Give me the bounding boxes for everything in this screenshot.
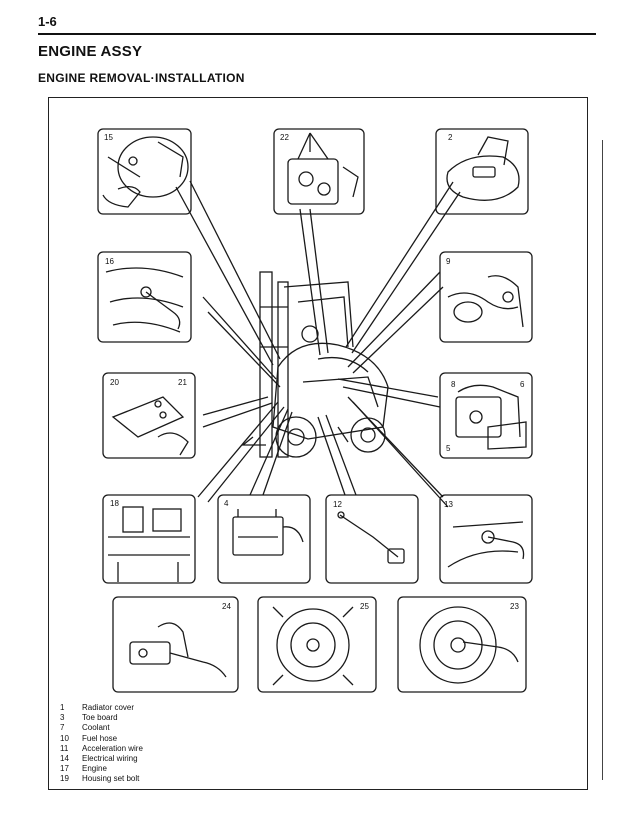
legend-label: Fuel hose — [82, 733, 118, 743]
callout-23: 23 — [510, 602, 519, 611]
forklift-drawing — [241, 271, 389, 458]
legend-row: 14 Electrical wiring — [60, 754, 143, 764]
engine-removal-illustration: 15 22 2 16 9 20 21 8 6 5 18 4 12 13 24 2… — [97, 128, 533, 693]
panel-9-hose — [439, 251, 533, 343]
parts-legend: 1 Radiator cover 3 Toe board 7 Coolant 10 Fu… — [60, 703, 143, 785]
legend-label: Toe board — [82, 713, 118, 723]
legend-row: 17 Engine — [60, 764, 143, 774]
subsection-title: ENGINE REMOVAL·INSTALLATION — [38, 71, 245, 85]
callout-21: 21 — [178, 378, 187, 387]
callout-4: 4 — [224, 499, 229, 508]
legend-row: 10 Fuel hose — [60, 734, 143, 744]
callout-22: 22 — [280, 133, 289, 142]
panel-13-bolt — [439, 494, 533, 584]
legend-row: 19 Housing set bolt — [60, 774, 143, 784]
legend-label: Engine — [82, 764, 107, 774]
legend-number: 3 — [60, 713, 65, 723]
panel-2-seat — [435, 128, 529, 215]
legend-number: 10 — [60, 733, 69, 743]
panel-4-battery — [217, 494, 311, 584]
legend-label: Radiator cover — [82, 703, 135, 712]
callout-18: 18 — [110, 499, 119, 508]
callout-5: 5 — [446, 444, 451, 453]
panel-12-cable — [325, 494, 419, 584]
legend-number: 7 — [60, 723, 65, 733]
legend-number: 14 — [60, 754, 69, 764]
callout-16: 16 — [105, 257, 114, 266]
panel-8-6-5-engine — [439, 372, 533, 459]
callout-6: 6 — [520, 380, 525, 389]
figure-frame — [48, 97, 588, 790]
legend-row: 1 Radiator cover — [60, 703, 143, 713]
panel-23-housing — [397, 596, 527, 693]
legend-number: 11 — [60, 743, 69, 753]
callout-12: 12 — [333, 500, 342, 509]
legend-row: 7 Coolant — [60, 723, 143, 733]
callout-8: 8 — [451, 380, 456, 389]
top-rule — [38, 33, 596, 35]
legend-row: 11 Acceleration wire — [60, 744, 143, 754]
callout-9: 9 — [446, 257, 451, 266]
panel-20-21-wiring — [102, 372, 196, 459]
panel-18-engine-bay — [102, 494, 196, 584]
legend-label: Electrical wiring — [82, 754, 138, 764]
callout-24: 24 — [222, 602, 231, 611]
callout-15: 15 — [104, 133, 113, 142]
side-margin-line — [602, 140, 603, 780]
panel-24-starter — [112, 596, 239, 693]
legend-number: 19 — [60, 774, 69, 784]
legend-number: 1 — [60, 703, 65, 712]
legend-number: 17 — [60, 764, 69, 774]
callout-2: 2 — [448, 133, 453, 142]
page-number: 1-6 — [38, 14, 57, 29]
panel-25-flywheel — [257, 596, 377, 693]
panel-22-hoist — [273, 128, 365, 215]
panel-15-radiator — [97, 128, 192, 215]
legend-label: Coolant — [82, 723, 110, 733]
legend-label: Housing set bolt — [82, 774, 140, 784]
legend-label: Acceleration wire — [82, 743, 143, 753]
legend-row: 3 Toe board — [60, 713, 143, 723]
panel-16-toe-board — [97, 251, 192, 343]
callout-20: 20 — [110, 378, 119, 387]
section-title: ENGINE ASSY — [38, 43, 143, 60]
callout-25: 25 — [360, 602, 369, 611]
callout-labels: 15 22 2 16 9 20 21 8 6 5 18 4 12 13 24 2… — [104, 133, 525, 611]
callout-13: 13 — [444, 500, 453, 509]
